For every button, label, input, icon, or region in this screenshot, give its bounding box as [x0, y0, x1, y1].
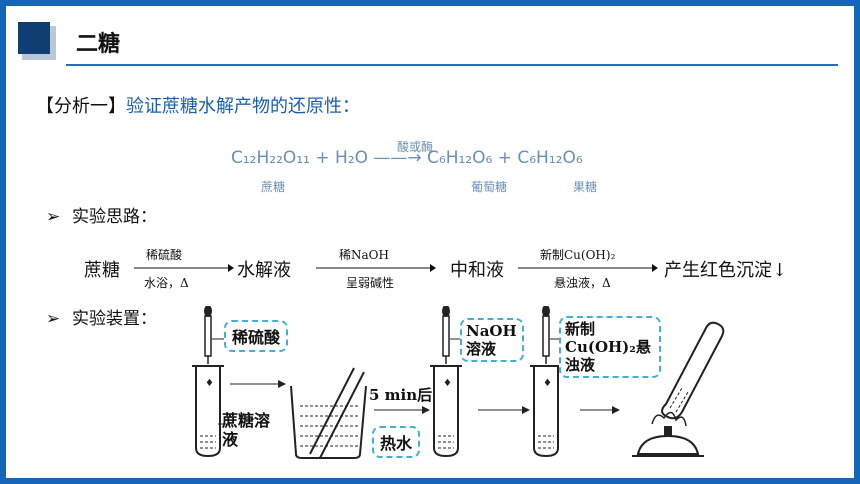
equation-condition: 酸或酶: [397, 140, 434, 154]
test-tube-2-icon: ♦: [430, 365, 462, 458]
slide: 二糖 【分析一】验证蔗糖水解产物的还原性： C₁₂H₂₂O₁₁ + H₂O ——…: [6, 6, 854, 478]
dropper-3-icon: [542, 306, 550, 364]
bullet-approach-text: 实验思路：: [72, 207, 157, 227]
analysis-heading-prefix: 【分析一】: [36, 96, 126, 117]
alcohol-lamp-icon: [632, 411, 704, 457]
equation-formula: C₁₂H₂₂O₁₁ + H₂O ——→ C₆H₁₂O₆ + C₆H₁₂O₆: [231, 148, 583, 168]
svg-text:♦: ♦: [205, 378, 214, 389]
label-glucose: 葡萄糖: [471, 180, 508, 194]
experiment-flow: 蔗糖 稀硫酸 水浴，Δ 水解液 稀NaOH 呈弱碱性 中和液 新制Cu(OH)₂…: [84, 248, 824, 290]
flow-arrow-2: [316, 264, 436, 272]
flow-step-hydrolysate: 水解液: [237, 260, 291, 281]
title-underline: [66, 64, 838, 66]
apparatus-diagram: ♦ ♦: [192, 306, 725, 459]
label-hot-water: 热水: [372, 426, 421, 458]
heated-tube-icon: [661, 321, 725, 420]
label-dilute-acid: 稀硫酸: [224, 320, 289, 352]
dropper-2-icon: [442, 306, 450, 364]
flow-arrow-3: [518, 264, 658, 272]
label-fructose: 果糖: [573, 180, 598, 194]
test-tube-3-icon: ♦: [530, 365, 562, 458]
svg-text:♦: ♦: [443, 378, 452, 389]
test-tube-1-icon: ♦: [192, 365, 224, 458]
bullet-setup-text: 实验装置：: [72, 309, 157, 329]
flow-step-result: 产生红色沉淀↓: [664, 260, 788, 281]
flow-step-sucrose: 蔗糖: [84, 260, 120, 281]
flow-cond1-bottom: 水浴，Δ: [144, 276, 189, 290]
flow-cond3-top: 新制Cu(OH)₂: [540, 248, 616, 262]
analysis-heading-text: 验证蔗糖水解产物的还原性：: [126, 96, 360, 117]
flow-cond3-bottom: 悬浊液，Δ: [554, 276, 611, 290]
label-time: 5 min后: [369, 386, 433, 404]
bullet-arrow-icon: ➢: [46, 309, 61, 329]
flow-arrow-1: [134, 264, 234, 272]
analysis-heading: 【分析一】验证蔗糖水解产物的还原性：: [36, 92, 360, 118]
bullet-setup: ➢ 实验装置：: [46, 304, 157, 329]
title-decoration-square: [18, 22, 50, 54]
bullet-approach: ➢ 实验思路：: [46, 202, 157, 227]
label-naoh: NaOH溶液: [460, 318, 524, 362]
flow-cond2-top: 稀NaOH: [339, 248, 389, 262]
bullet-arrow-icon: ➢: [46, 207, 61, 227]
dropper-1-icon: [204, 306, 212, 364]
flow-cond1-top: 稀硫酸: [146, 248, 183, 262]
label-cuoh: 新制Cu(OH)₂悬浊液: [559, 316, 661, 378]
hydrolysis-equation: C₁₂H₂₂O₁₁ + H₂O ——→ C₆H₁₂O₆ + C₆H₁₂O₆ 酸或…: [231, 140, 631, 204]
label-sucrose-solution: 蔗糖溶液: [222, 411, 271, 449]
svg-text:♦: ♦: [543, 378, 552, 389]
flow-step-neutralized: 中和液: [450, 260, 504, 281]
page-title: 二糖: [76, 32, 121, 57]
beaker-icon: [290, 367, 367, 459]
label-sucrose: 蔗糖: [261, 180, 286, 194]
flow-cond2-bottom: 呈弱碱性: [346, 276, 395, 290]
title-bar: 二糖: [6, 6, 854, 70]
